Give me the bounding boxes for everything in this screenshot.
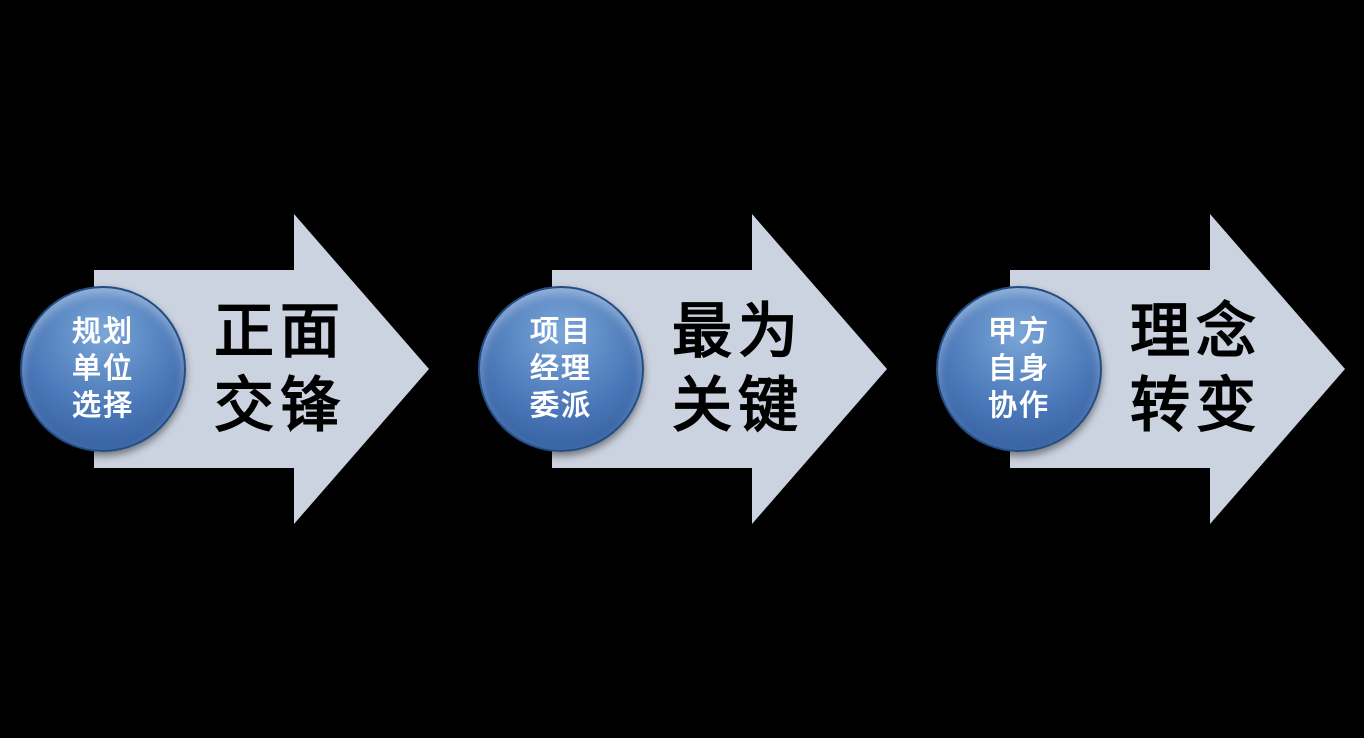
process-step-1: 规划 单位 选择 正面 交锋 [12,214,432,524]
circle-text-line: 协作 [987,389,1050,422]
circle-text-line: 委派 [529,389,592,422]
process-step-2: 项目 经理 委派 最为 关键 [470,214,890,524]
step-circle: 规划 单位 选择 [20,286,186,452]
arrow-label: 正面 交锋 [190,295,370,443]
circle-text-line: 甲方 [987,315,1050,348]
arrow-label: 最为 关键 [648,295,828,443]
arrow-right-shape [94,214,429,524]
arrow-label-line: 转变 [1130,373,1262,439]
arrow-right-polygon [94,214,429,524]
circle-text-line: 单位 [71,352,134,385]
circle-text-line: 项目 [529,315,592,348]
circle-text-line: 自身 [987,352,1050,385]
arrow-label-line: 关键 [672,373,804,439]
arrow-label: 理念 转变 [1106,295,1286,443]
arrow-label-line: 理念 [1130,299,1262,365]
arrow-right-shape [552,214,887,524]
arrow-right-polygon [552,214,887,524]
step-circle: 项目 经理 委派 [478,286,644,452]
arrow-label-line: 最为 [672,299,804,365]
step-circle: 甲方 自身 协作 [936,286,1102,452]
arrow-right-shape [1010,214,1345,524]
circle-text-line: 选择 [71,389,134,422]
circle-text-line: 规划 [71,315,134,348]
arrow-label-line: 交锋 [214,373,346,439]
process-step-3: 甲方 自身 协作 理念 转变 [928,214,1348,524]
circle-text-line: 经理 [529,352,592,385]
arrow-right-polygon [1010,214,1345,524]
arrow-label-line: 正面 [214,299,346,365]
